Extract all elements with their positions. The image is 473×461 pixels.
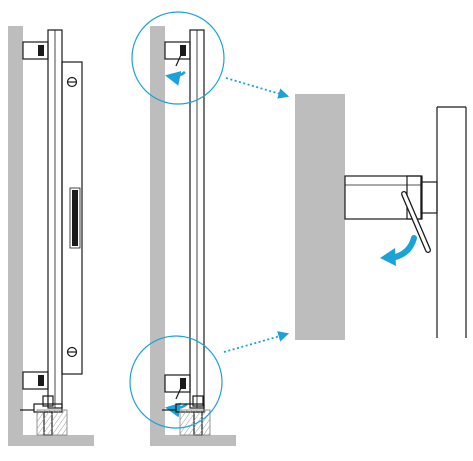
middle-bottom-arrow-icon [165, 402, 188, 418]
middle-protective-bag [179, 409, 211, 436]
middle-bottom-bracket [164, 374, 191, 400]
left-screw-bottom-icon [66, 346, 78, 358]
detail-lever [401, 191, 431, 253]
left-panel-handle [72, 190, 78, 246]
callout-bottom-arrow-icon [223, 331, 290, 353]
detail-bracket-icon [344, 175, 438, 220]
left-screw-top-icon [66, 76, 78, 88]
middle-wall [150, 26, 165, 446]
left-figure [8, 26, 94, 446]
middle-valve [162, 395, 211, 436]
middle-figure [129, 11, 236, 446]
callout-top-arrow-icon [225, 77, 290, 99]
middle-floor [150, 435, 236, 446]
detail-radiator-tube [436, 106, 467, 338]
middle-top-bracket [164, 41, 191, 67]
left-top-bracket [22, 41, 49, 60]
detail-rotate-arrow-icon [380, 235, 417, 266]
middle-bottom-highlight [129, 335, 223, 429]
middle-top-highlight [131, 11, 225, 105]
middle-top-arrow-icon [165, 70, 186, 86]
left-protective-bag [36, 409, 68, 436]
left-bottom-bracket [22, 371, 49, 390]
detail-wall [295, 94, 345, 340]
left-valve [20, 395, 68, 436]
detail-figure [295, 94, 467, 340]
left-front-panel [61, 61, 83, 375]
left-floor [8, 435, 94, 446]
left-wall [8, 26, 23, 446]
